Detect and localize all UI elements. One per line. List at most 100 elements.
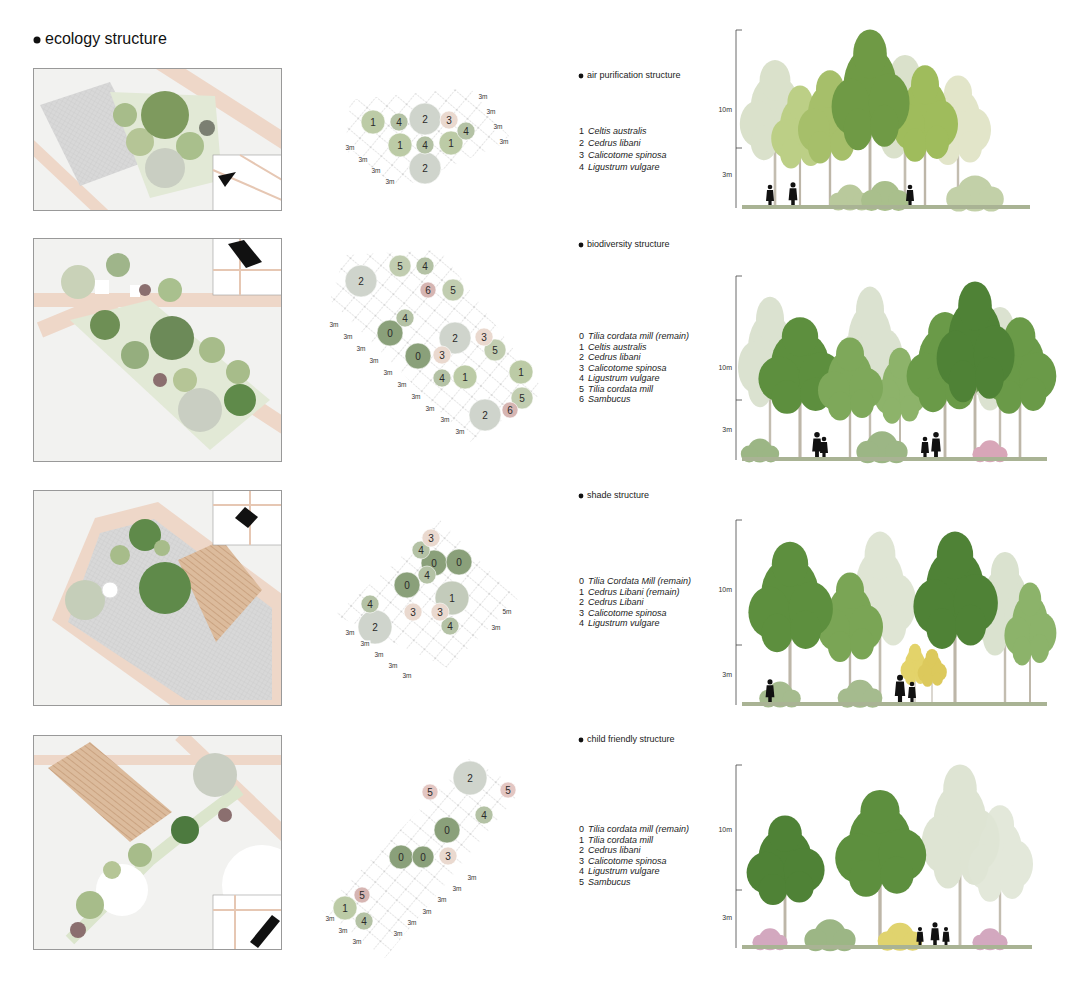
bullets [34, 37, 584, 743]
species-name: Cedrus Libani (remain) [588, 588, 680, 598]
tree-canopy-part [457, 122, 475, 140]
tree-canopy-part [509, 360, 533, 384]
callout-number: 3 [437, 607, 443, 618]
tree-canopy-part [388, 133, 412, 157]
site-plan-part [213, 895, 282, 950]
callout-number: 2 [372, 622, 378, 633]
site-plan-part [213, 155, 282, 211]
species-name: Calicotome spinosa [588, 151, 667, 161]
callout-number: 3 [439, 350, 445, 361]
site-plan-part [70, 300, 270, 450]
site-plan-part [153, 373, 167, 387]
site-plan-part [76, 891, 104, 919]
callout-number: 4 [422, 140, 428, 151]
tree-canopy-part [446, 549, 472, 575]
callout-number: 2 [467, 773, 473, 784]
callout-number: 5 [492, 345, 498, 356]
elevation-section-part [916, 927, 923, 948]
scale-label: 10m [717, 364, 733, 372]
site-plan-part [33, 238, 282, 462]
site-plan-part [33, 490, 282, 706]
tree-canopy-part [453, 365, 477, 389]
section-heading: shade structure [587, 491, 649, 501]
species-name: Tilia cordata mill [588, 385, 653, 395]
elevation-section-part [918, 649, 947, 705]
section-heading: child friendly structure [587, 735, 675, 745]
section-heading: air purification structure [587, 71, 681, 81]
legend-key: 0 [579, 577, 584, 587]
legend-key: 1 [579, 127, 584, 137]
callout-number: 1 [448, 138, 454, 149]
site-plan-part [103, 861, 121, 879]
elevation-section-part [766, 679, 775, 705]
tree-canopy-part [396, 309, 414, 327]
dimension-label: 3m [454, 428, 465, 435]
site-plan-part [218, 808, 232, 822]
site-plan-part [224, 384, 256, 416]
elevation-section-part [1004, 583, 1056, 705]
scale-label: 3m [721, 671, 733, 679]
site-plan-part [158, 278, 182, 302]
callout-number: 1 [462, 372, 468, 383]
legend-key: 3 [579, 857, 584, 867]
tree-canopy-part [475, 328, 493, 346]
callout-number: 1 [370, 117, 376, 128]
tree-canopy-part [358, 610, 392, 644]
bullets-part [34, 37, 41, 44]
tree-canopy-part [354, 887, 370, 903]
callout-number: 6 [507, 405, 513, 416]
dimension-label: 3m [436, 896, 447, 903]
dimension-label: 3m [410, 393, 421, 400]
tree-canopy-part [405, 343, 431, 369]
scale-label: 10m [717, 586, 733, 594]
tree-canopy-part [440, 111, 458, 129]
scale-label: 10m [717, 826, 733, 834]
tree-canopy-part [389, 255, 411, 277]
legend-key: 3 [579, 609, 584, 619]
site-plan-part [218, 172, 236, 187]
legend-key: 4 [579, 619, 584, 629]
callout-number: 3 [481, 332, 487, 343]
dimension-label: 3m [387, 662, 398, 669]
callout-number: 2 [482, 410, 488, 421]
site-plan-part [213, 238, 282, 295]
tree-canopy-part [409, 152, 441, 184]
planting-grid-part [330, 250, 545, 442]
elevation-section [738, 282, 1056, 464]
tree-canopy-part [434, 817, 460, 843]
tree-canopy-part [394, 572, 420, 598]
species-name: Ligustrum vulgare [588, 867, 660, 877]
callout-number: 4 [361, 916, 367, 927]
bullets-part [579, 74, 584, 79]
callout-number: 1 [342, 903, 348, 914]
tree-canopy-part [439, 847, 457, 865]
dimension-label: 3m [344, 629, 355, 636]
site-plan-part [34, 239, 282, 462]
site-plan-part [110, 545, 130, 565]
tree-canopy-part [416, 136, 434, 154]
legend-key: 5 [579, 385, 584, 395]
legend-key: 2 [579, 846, 584, 856]
tree-canopy [333, 103, 533, 930]
scale-label: 10m [717, 106, 733, 114]
callout-number: 0 [456, 557, 462, 568]
callout-number: 4 [481, 810, 487, 821]
tree-canopy-part [453, 761, 487, 795]
callout-number: 4 [418, 545, 424, 556]
dimension-label: 3m [324, 915, 335, 922]
scale-label: 3m [721, 914, 733, 922]
species-name: Tilia cordata mill [588, 836, 653, 846]
tree-canopy-part [361, 595, 379, 613]
elevation-section-part [742, 205, 1030, 209]
site-plan-part [33, 735, 282, 950]
site-plan-part [250, 915, 280, 948]
site-plan-part [213, 490, 282, 545]
elevation-section-part [832, 30, 910, 209]
callout-number: 0 [415, 351, 421, 362]
dimension-label: 3m [451, 885, 462, 892]
callout-number: 5 [397, 261, 403, 272]
callout-number: 0 [398, 852, 404, 863]
elevation-section-part [820, 437, 828, 460]
tree-canopy-part [420, 282, 436, 298]
scale-label: 3m [721, 426, 733, 434]
